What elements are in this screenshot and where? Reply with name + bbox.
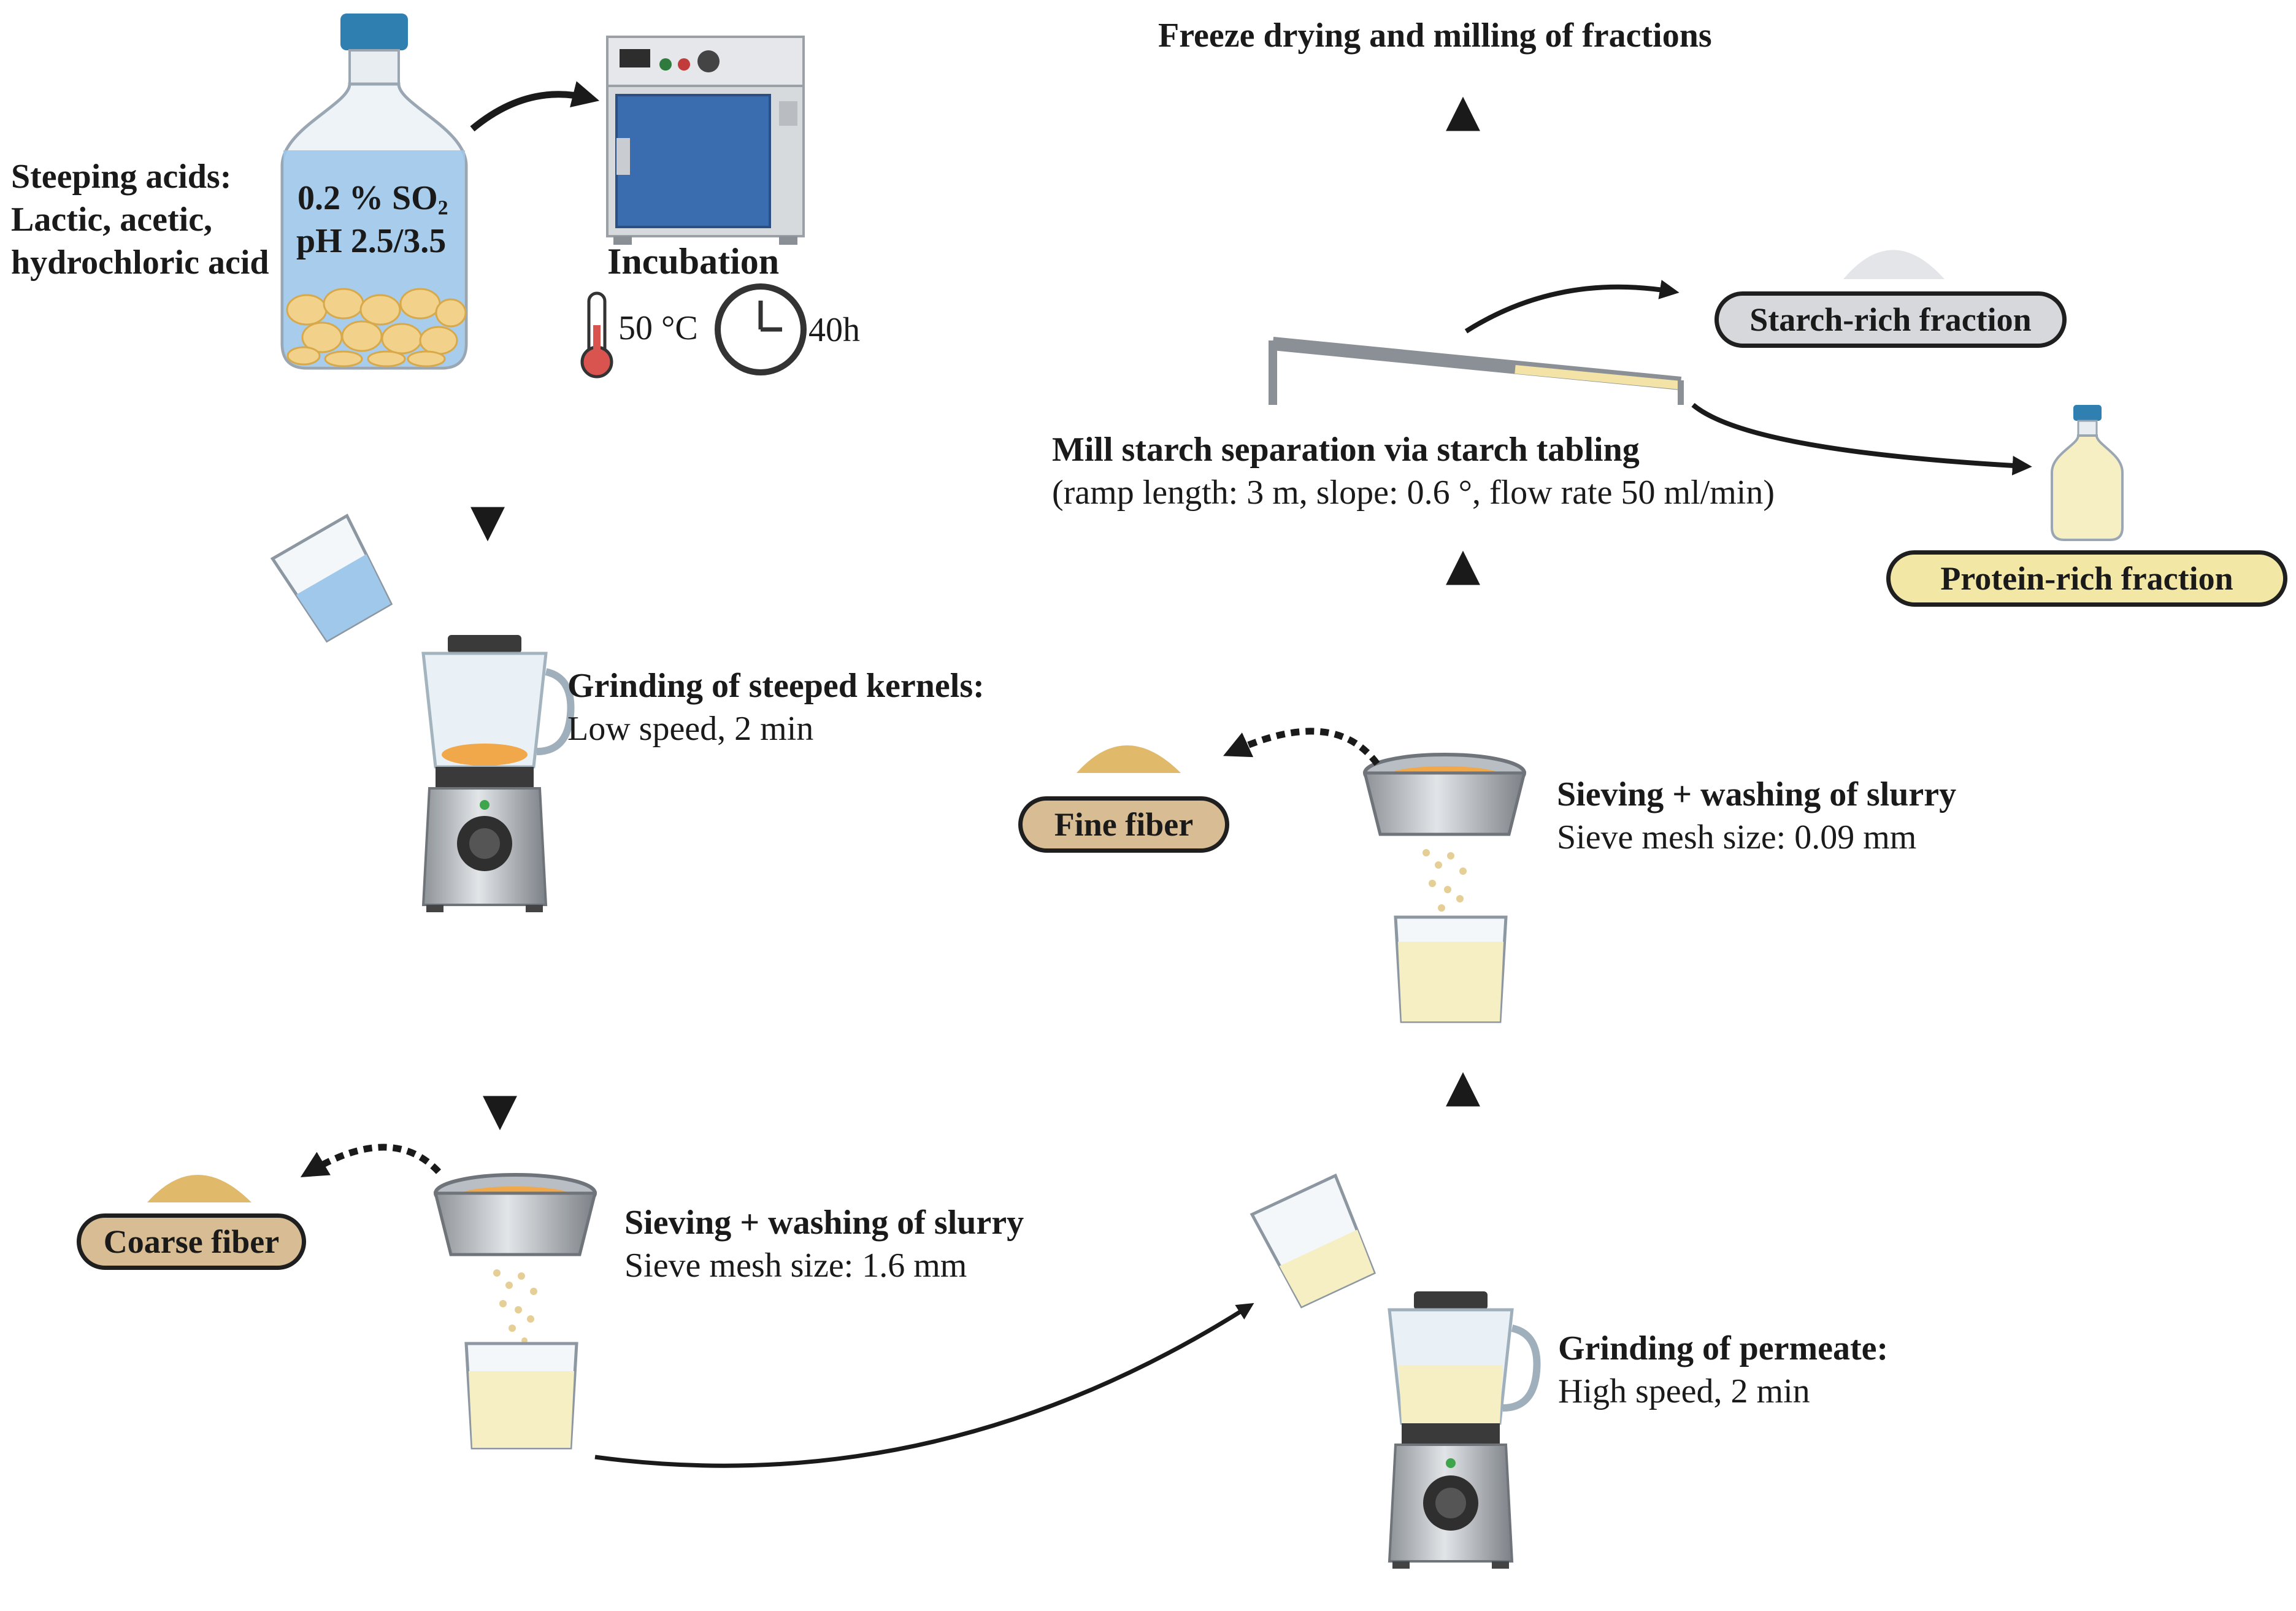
- steeping-bottle-icon: [280, 13, 468, 370]
- starch-fraction-badge: Starch-rich fraction: [1714, 291, 2067, 348]
- grinding-kernels-detail: Low speed, 2 min: [567, 710, 814, 748]
- sieving-coarse-detail: Sieve mesh size: 1.6 mm: [624, 1247, 967, 1285]
- arrow-to-protein: [1691, 402, 2032, 475]
- thermometer-icon: [580, 291, 613, 379]
- fine-collection-beaker-icon: [1394, 915, 1508, 1023]
- coarse-fiber-badge: Coarse fiber: [77, 1213, 306, 1270]
- grinding-permeate-title: Grinding of permeate:: [1558, 1329, 1889, 1367]
- tabling-title: Mill starch separation via starch tablin…: [1052, 431, 1640, 469]
- sieving-coarse-title: Sieving + washing of slurry: [624, 1204, 1024, 1242]
- protein-bottle-icon: [2051, 405, 2124, 541]
- sieve-icon: [433, 1173, 597, 1344]
- clock-icon: [715, 283, 807, 375]
- pouring-beaker-permeate-icon: [1250, 1173, 1376, 1309]
- freeze-drying-title: Freeze drying and milling of fractions: [1158, 17, 1712, 55]
- arrow-to-starch: [1464, 280, 1680, 334]
- incubation-temperature: 50 °C: [618, 309, 698, 347]
- grinding-permeate-detail: High speed, 2 min: [1558, 1372, 1810, 1410]
- blender-icon: [421, 635, 575, 912]
- tabling-detail: (ramp length: 3 m, slope: 0.6 °, flow ra…: [1052, 474, 1775, 512]
- incubator-icon: [606, 36, 805, 245]
- flow-arrows: [300, 81, 2032, 1468]
- bottle-so2-label: 0.2 % SO2: [298, 179, 448, 220]
- sieving-fine-title: Sieving + washing of slurry: [1557, 775, 1957, 813]
- arrow-to-fine-fiber: [1223, 728, 1380, 766]
- arrow-bottle-to-incubator: [470, 81, 600, 132]
- coarse-fiber-pile-icon: [147, 1175, 251, 1202]
- arrow-to-permeate: [594, 1303, 1254, 1468]
- protein-fraction-badge: Protein-rich fraction: [1886, 550, 2287, 607]
- grinding-kernels-title: Grinding of steeped kernels:: [567, 667, 985, 705]
- pouring-beaker-water-icon: [270, 513, 393, 643]
- steeping-label-line3: hydrochloric acid: [11, 244, 269, 282]
- incubation-title: Incubation: [607, 241, 780, 282]
- sieving-fine-detail: Sieve mesh size: 0.09 mm: [1557, 818, 1917, 856]
- arrow-to-coarse-fiber: [300, 1144, 442, 1177]
- starch-table-icon: [1269, 337, 1684, 405]
- collection-beaker-icon: [464, 1342, 578, 1450]
- starch-powder-icon: [1843, 250, 1945, 279]
- steeping-label-line2: Lactic, acetic,: [11, 201, 213, 239]
- blender-permeate-icon: [1388, 1291, 1541, 1569]
- fine-fiber-badge: Fine fiber: [1018, 796, 1229, 853]
- incubation-duration: 40h: [808, 311, 860, 349]
- fine-sieve-icon: [1362, 753, 1527, 912]
- steeping-label-line1: Steeping acids:: [11, 158, 232, 196]
- fine-fiber-pile-icon: [1077, 745, 1181, 773]
- bottle-ph-label: pH 2.5/3.5: [296, 222, 447, 260]
